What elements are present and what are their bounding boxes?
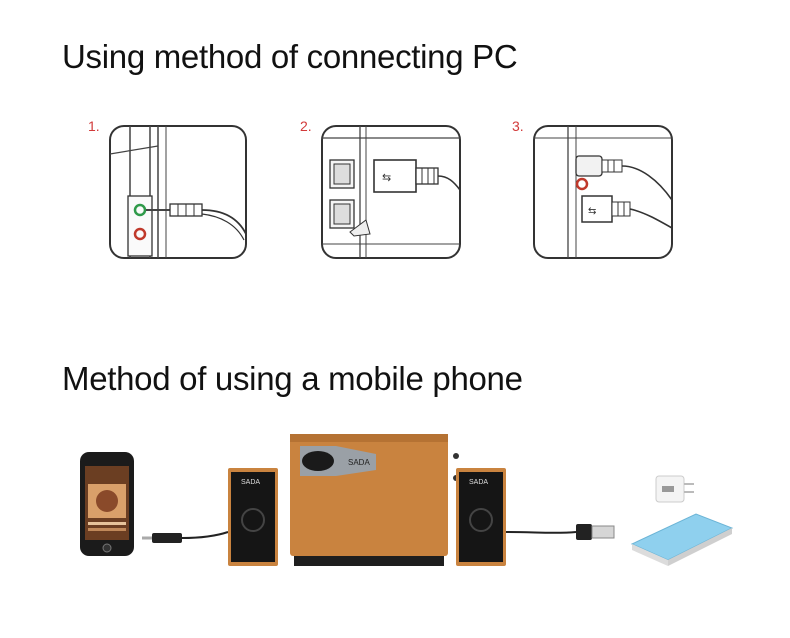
phone-icon	[80, 452, 134, 556]
svg-text:SADA: SADA	[348, 458, 370, 467]
step-1-number: 1.	[88, 118, 100, 134]
svg-text:SADA: SADA	[241, 479, 260, 486]
step-3-number: 3.	[512, 118, 524, 134]
mobile-connection-title: Method of using a mobile phone	[62, 360, 523, 397]
power-bank-icon	[630, 513, 734, 566]
wall-charger-icon	[655, 475, 694, 503]
pc-connection-title: Using method of connecting PC	[62, 38, 518, 75]
step-2-illustration: ⇆	[320, 124, 462, 260]
step-2-number: 2.	[300, 118, 312, 134]
step-1-illustration	[108, 124, 248, 260]
svg-text:SADA: SADA	[469, 479, 488, 486]
audio-and-usb-to-pc-icon: ⇆	[533, 125, 673, 259]
right-speaker-icon: SADA	[456, 468, 506, 566]
usb-cable-icon	[505, 524, 615, 540]
svg-text:⇆: ⇆	[588, 206, 596, 217]
audio-cable-icon	[142, 531, 229, 543]
step-3-illustration: ⇆	[532, 124, 674, 260]
subwoofer-icon: SADA	[290, 434, 459, 566]
audio-jack-to-pc-icon	[109, 125, 247, 259]
phone-speaker-scene: SADA SADA SADA	[76, 432, 736, 582]
usb-to-pc-icon: ⇆	[321, 125, 461, 259]
svg-text:⇆: ⇆	[382, 171, 391, 184]
left-speaker-icon: SADA	[228, 468, 278, 566]
